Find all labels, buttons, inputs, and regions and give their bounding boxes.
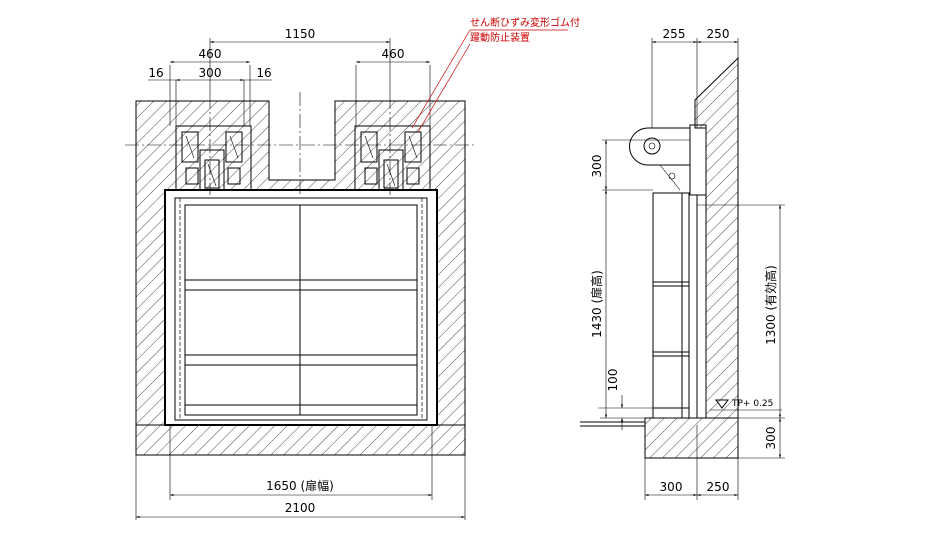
side-extension-lines xyxy=(598,38,785,500)
dim-300-bottom: 300 xyxy=(660,480,683,494)
dim-250-bottom: 250 xyxy=(707,480,730,494)
left-hinge-device xyxy=(175,125,252,191)
side-hinge xyxy=(629,124,707,196)
gate-inner-frame xyxy=(174,197,428,421)
dim-1300-effective-height: 1300 (有効高) xyxy=(763,265,778,345)
dim-300-base: 300 xyxy=(764,427,778,450)
gate-panels xyxy=(179,198,423,420)
dim-1150: 1150 xyxy=(285,27,316,41)
side-view: 255 250 300 1430 (扉高) 100 1300 (有効高) 300… xyxy=(580,27,785,500)
front-view: 1150 460 460 300 16 16 せん断ひずみ変形ゴム付 躍動防止装… xyxy=(125,16,580,520)
side-base xyxy=(644,417,739,459)
dim-1430-gate-height: 1430 (扉高) xyxy=(589,270,604,338)
dim-100: 100 xyxy=(606,369,620,392)
dim-460-right: 460 xyxy=(382,47,405,61)
dim-1650-gate-width: 1650 (扉幅) xyxy=(266,478,334,493)
tp-label: TP+ 0.25 xyxy=(731,399,773,409)
tp-level-marker: TP+ 0.25 xyxy=(710,399,782,411)
dim-16-left: 16 xyxy=(148,66,163,80)
note-line-2: 躍動防止装置 xyxy=(470,31,530,44)
dim-16-right: 16 xyxy=(256,66,271,80)
anti-bounce-note: せん断ひずみ変形ゴム付 躍動防止装置 xyxy=(411,16,580,133)
dim-255: 255 xyxy=(663,27,686,41)
gate-outer-frame xyxy=(164,189,438,426)
front-bottom-extension-lines xyxy=(135,425,466,520)
side-frame xyxy=(688,194,698,419)
dim-300-front: 300 xyxy=(199,66,222,80)
dim-250-top: 250 xyxy=(707,27,730,41)
side-gate-sections xyxy=(653,193,689,418)
front-top-extension-lines xyxy=(169,38,431,126)
dim-460-left: 460 xyxy=(199,47,222,61)
gate-leaf xyxy=(184,204,418,416)
note-line-1: せん断ひずみ変形ゴム付 xyxy=(470,16,580,29)
right-hinge-device xyxy=(354,125,431,191)
side-gate-leaf xyxy=(652,192,690,419)
dim-2100-total-width: 2100 xyxy=(285,501,316,515)
dim-300-upper: 300 xyxy=(590,155,604,178)
side-wall xyxy=(694,56,739,419)
